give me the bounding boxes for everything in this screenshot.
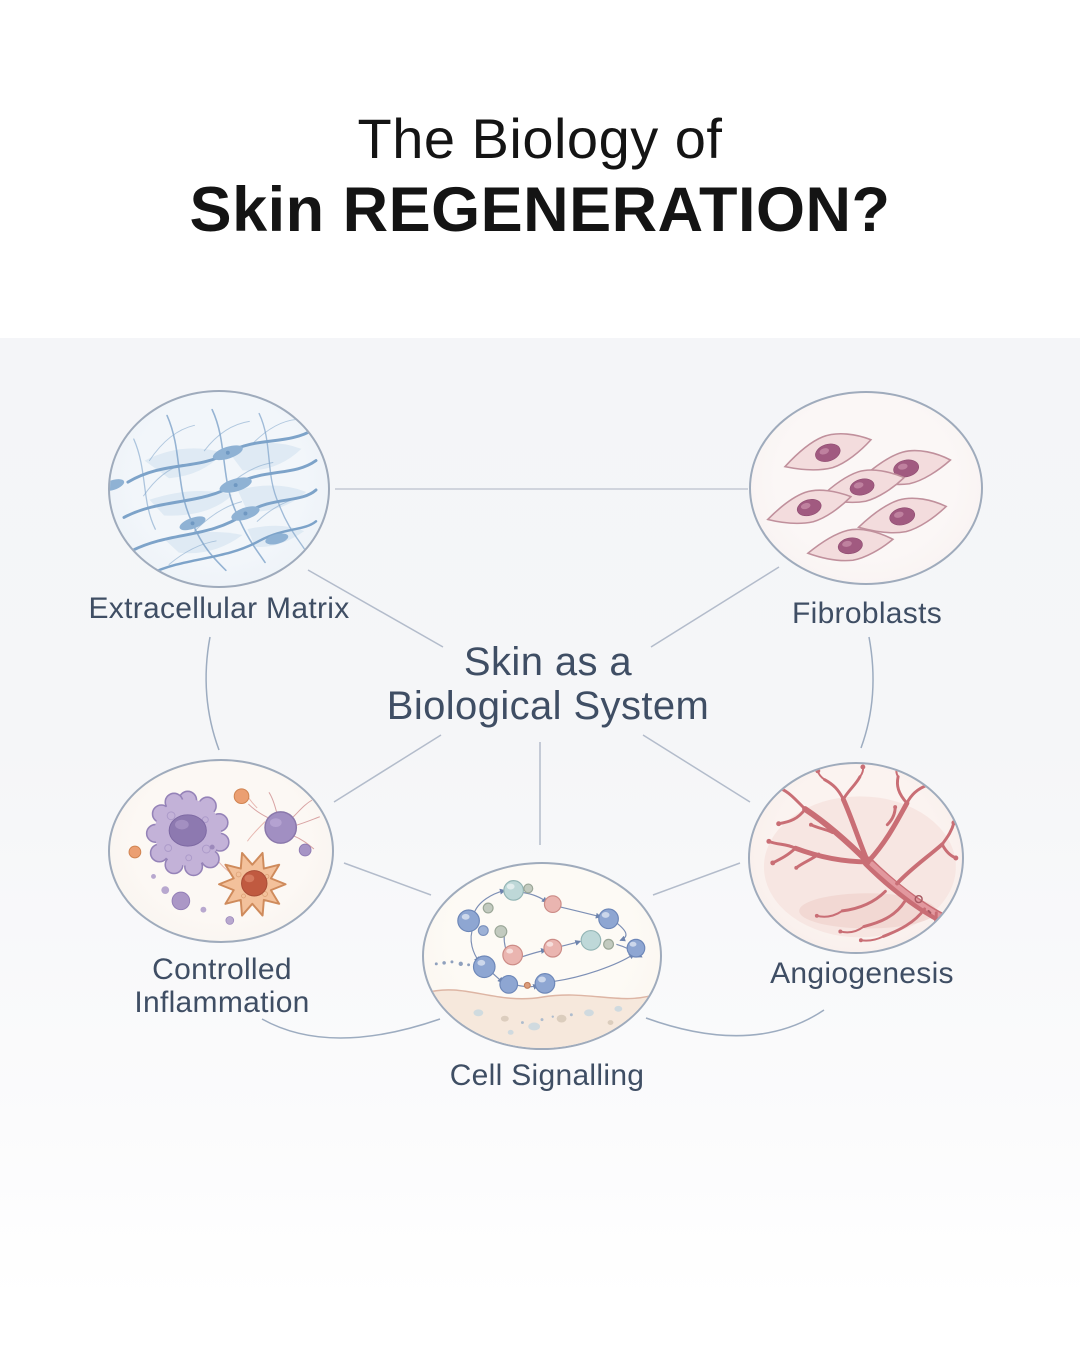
- line-center-inflammation: [333, 734, 442, 803]
- granules: [128, 788, 312, 925]
- fibroblast-cell: [806, 528, 895, 562]
- line-fibroblasts-center: [650, 566, 780, 648]
- immune-cells-illustration: [128, 788, 320, 925]
- extracellular-matrix-mesh-illustration: [110, 408, 318, 576]
- fibroblast-cell: [856, 497, 948, 534]
- label-controlled-inflammation: Controlled Inflammation: [134, 953, 310, 1019]
- label-angiogenesis: Angiogenesis: [770, 957, 954, 990]
- label-cell-signalling: Cell Signalling: [449, 1059, 645, 1092]
- blood-vessel-branching-illustration: [763, 764, 959, 949]
- title-line-2: Skin REGENERATION?: [189, 175, 891, 245]
- node-controlled-inflammation: [108, 759, 334, 943]
- label-fibroblasts: Fibroblasts: [791, 597, 943, 630]
- line-ecm-inflammation: [205, 636, 220, 751]
- signalling-molecules-illustration: [424, 880, 660, 1048]
- macrophage-cell: [145, 790, 230, 877]
- node-extracellular-matrix: [108, 390, 330, 588]
- fibroblast-cells-illustration: [766, 432, 952, 562]
- line-angio-signal: [652, 862, 741, 896]
- fibroblast-cell: [860, 449, 952, 486]
- title-line-1: The Biology of: [357, 107, 723, 170]
- mast-cell: [248, 792, 320, 850]
- center-hub-line-2: Biological System: [386, 684, 710, 728]
- line-inflammation-signal-arc: [261, 1018, 441, 1039]
- line-fibroblasts-angio: [860, 636, 874, 749]
- center-hub-line-1: Skin as a: [463, 640, 633, 684]
- fibroblast-cell: [766, 489, 853, 525]
- label-extracellular-matrix: Extracellular Matrix: [88, 592, 350, 625]
- line-angio-signal-arc: [645, 1009, 825, 1037]
- node-fibroblasts: [749, 391, 983, 585]
- dendritic-cell: [218, 851, 287, 917]
- node-cell-signalling: [422, 862, 662, 1050]
- line-center-angio: [642, 734, 751, 803]
- page-title: The Biology of Skin REGENERATION?: [0, 106, 1080, 248]
- node-angiogenesis: [748, 762, 964, 954]
- line-inflammation-signal: [343, 862, 432, 896]
- line-ecm-center: [307, 569, 444, 648]
- fibroblast-cell: [783, 432, 873, 471]
- center-hub-title: Skin as a Biological System: [348, 640, 748, 728]
